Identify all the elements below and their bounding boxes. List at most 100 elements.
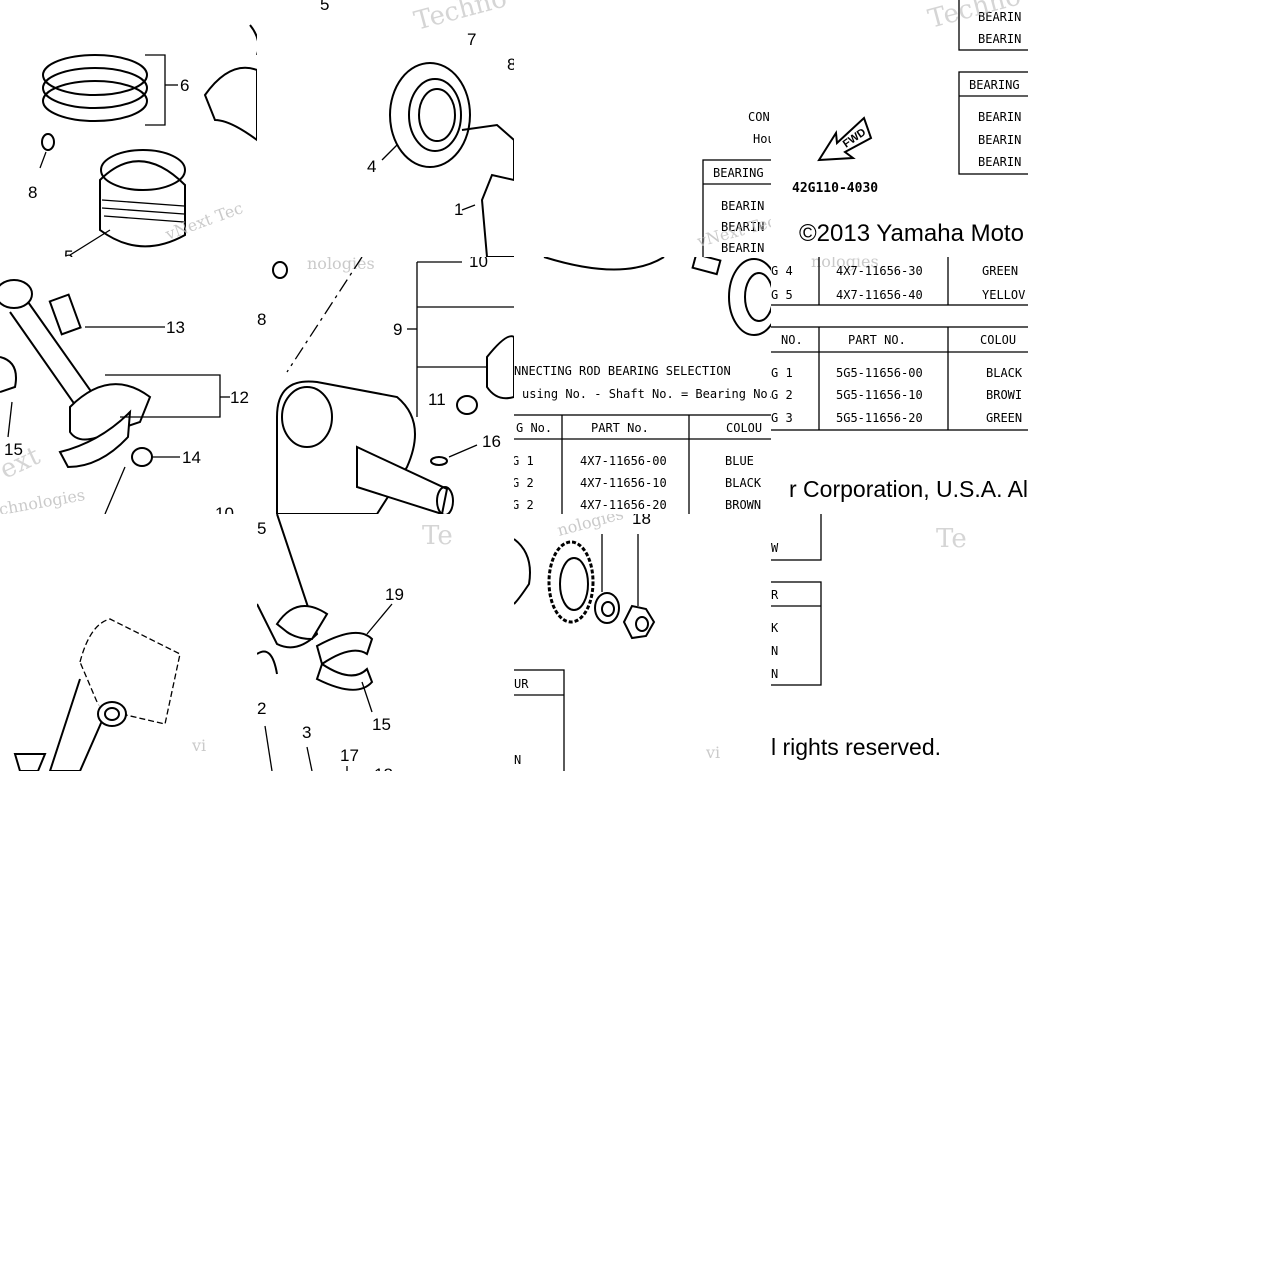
piston-pin-clip (41, 133, 55, 151)
diagram-code: 42G110-4030 (792, 181, 878, 196)
row-2-no: G 2 (514, 476, 534, 490)
rod-big-end (486, 335, 514, 400)
tile-selection-table: NNECTING ROD BEARING SELECTION using No.… (514, 257, 771, 514)
top-bearing-row-1: BEARIN (978, 10, 1021, 24)
callout-10: 10 (469, 257, 488, 271)
crank-bearing-drawing: 5 7 Techno 8 4 1 (320, 0, 514, 257)
bearing-shell (0, 356, 17, 393)
tile-piston-rod: vi (0, 514, 257, 771)
piston-rod-drawing: vi (13, 618, 206, 771)
bearing-shell-top (203, 66, 257, 142)
fwd-arrow-icon: FWD (817, 116, 873, 162)
callout-10-bottom: 10 (215, 504, 234, 514)
nut (456, 395, 478, 415)
tile-crankshaft: 8 nologies 10 9 11 16 (257, 257, 514, 514)
bearing-table-row-1: BEARIN (978, 110, 1021, 124)
colour-header-fragment: UR (514, 677, 529, 691)
fwd-table-drawing: BEARIN BEARIN Techno BEARING BEARIN BEAR… (792, 0, 1028, 247)
bearing-shell-upper (315, 631, 374, 666)
selection-table-drawing: NNECTING ROD BEARING SELECTION using No.… (514, 257, 771, 514)
crank-nut (622, 604, 656, 640)
selection-formula: using No. - Shaft No. = Bearing No. (522, 387, 771, 401)
callout-5-top: 5 (320, 0, 329, 14)
bearing-shell-lower (315, 662, 374, 691)
clip (272, 261, 288, 279)
selection-title: NNECTING ROD BEARING SELECTION (514, 364, 731, 378)
tile-right-table: nologies G 4 4X7-11656-30 GREEN G 5 4X7-… (771, 257, 1028, 514)
header-colour: COLOU (726, 421, 762, 435)
copyright-line-1: ©2013 Yamaha Moto (799, 220, 1024, 247)
callout-2: 2 (257, 699, 266, 718)
colour-row-3: N (771, 667, 778, 681)
callout-9: 9 (393, 320, 402, 339)
crank-journal (356, 445, 449, 514)
table-row: G 2 4X7-11656-10 BLACK (514, 476, 762, 490)
small-end (97, 701, 127, 727)
callout-5: 5 (64, 247, 73, 257)
colour-row-2: N (771, 644, 778, 658)
colour-table-fragment (771, 581, 822, 686)
rod-nut (131, 447, 153, 467)
bearing-header: BEARING (713, 166, 764, 180)
callout-4: 4 (367, 157, 376, 176)
tile-piston-rings: 6 8 5 vNext Tec (0, 0, 257, 257)
bearing-table-header: BEARING (969, 78, 1020, 92)
row-3-no: G 2 (514, 498, 534, 512)
copyright-line-2: r Corporation, U.S.A. All (789, 476, 1028, 502)
callout-18-lower: 18 (374, 765, 393, 771)
callout-15-lower: 15 (372, 715, 391, 734)
small-end (0, 279, 33, 309)
colour-header-fragment: R (771, 588, 779, 602)
callout-8: 8 (28, 183, 37, 202)
watermark: Te (936, 524, 967, 554)
tile-connecting-rod: 13 12 14 15 10 ext chnologies (0, 257, 257, 514)
callout-7: 7 (467, 30, 476, 49)
crankshaft-end (461, 123, 514, 257)
selection-table (514, 414, 771, 416)
woodruff-key (430, 456, 448, 466)
callout-16: 16 (482, 432, 501, 451)
callout-11: 11 (428, 390, 446, 409)
colour-row-fragment: N (514, 753, 521, 767)
tile-bearing-shells: Te 19 15 5 2 3 17 18 (257, 514, 514, 771)
bolt (691, 257, 722, 276)
piston-ring-2 (42, 67, 148, 109)
tile-fwd-table: BEARIN BEARIN Techno BEARING BEARIN BEAR… (771, 0, 1028, 257)
tile-selection-header: CON Hou BEARING BEARIN BEARIN BEARIN vNe… (514, 0, 771, 257)
table-row: G 1 4X7-11656-00 BLUE (514, 454, 754, 468)
row-2-colour: BLACK (725, 476, 762, 490)
tile-gear-nut: nologies 18 UR N vi (514, 514, 771, 771)
row-5-colour: YELLOV (982, 288, 1025, 302)
callout-13: 13 (166, 318, 185, 337)
row-2-part: 5G5-11656-10 (836, 388, 923, 402)
callout-12-bracket (105, 374, 221, 418)
row-2-colour: BROWI (986, 388, 1022, 402)
piston-ring-1 (42, 54, 148, 96)
bearing-right (728, 258, 771, 336)
bearing-row-2: BEARIN (721, 220, 764, 234)
row-3-no: G 3 (771, 411, 793, 425)
washer (594, 592, 620, 624)
callout-14: 14 (182, 448, 201, 467)
watermark: vi (191, 736, 206, 755)
callout-17: 17 (340, 746, 359, 765)
row-5-part: 4X7-11656-40 (836, 288, 923, 302)
table-row: G 2 4X7-11656-20 BROWN (514, 498, 761, 512)
tile-right-table-bottom: W Te R K N N l rights reserved. (771, 514, 1028, 771)
rod-cap (58, 409, 132, 469)
watermark: nologies (811, 257, 879, 271)
rod-shank (48, 678, 106, 771)
watermark: nologies (555, 514, 625, 540)
row-1-no: G 1 (771, 366, 793, 380)
watermark: vi (705, 743, 720, 762)
gear-nut-drawing: nologies 18 UR N vi (514, 514, 720, 771)
right-table-bottom-drawing: W Te R K N N l rights reserved. (771, 514, 967, 760)
row-1-no: G 1 (514, 454, 534, 468)
row-3-part: 4X7-11656-20 (580, 498, 667, 512)
tile-crank-bearing: 5 7 Techno 8 4 1 (257, 0, 514, 257)
ring-callout-bracket (145, 54, 166, 126)
callout-15: 15 (4, 440, 23, 459)
bearing-table (958, 71, 1028, 175)
callout-1: 1 (454, 200, 463, 219)
rod-bolt (48, 293, 82, 336)
